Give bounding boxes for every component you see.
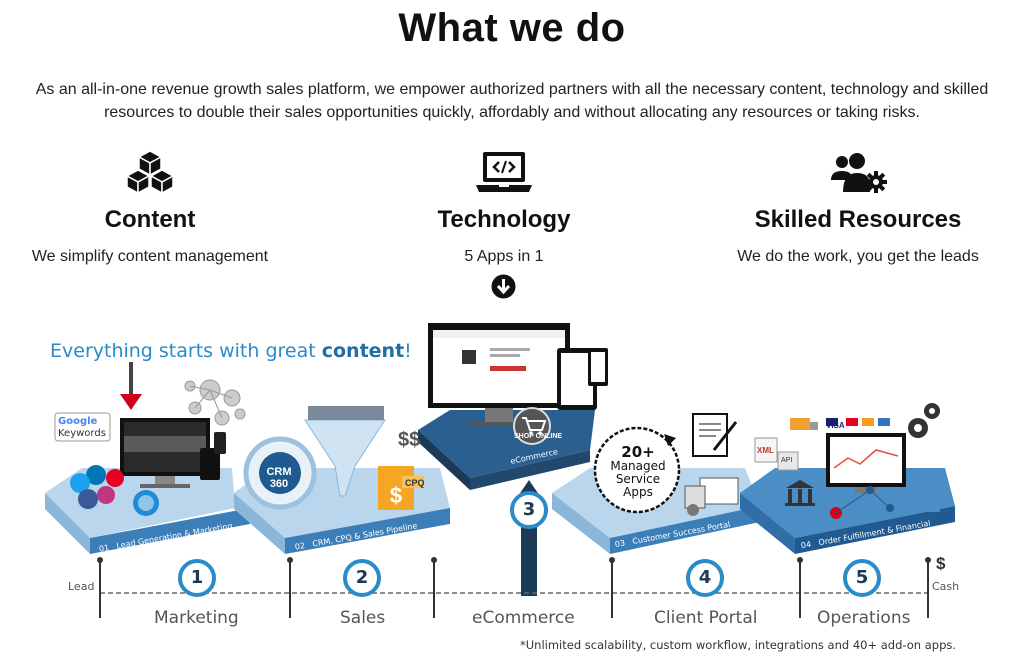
managed-service-apps-circle xyxy=(593,426,681,514)
arrow-circle-down-icon[interactable] xyxy=(491,274,516,304)
workflow-network-icon xyxy=(830,476,940,519)
managed-service-apps-label: 20+ Managed Service Apps xyxy=(610,443,666,499)
stage-badge-2 xyxy=(343,559,381,597)
footnote: *Unlimited scalability, custom workflow,… xyxy=(520,638,957,652)
stage-label-client-portal: Client Portal xyxy=(654,608,758,628)
platform-infographic: $ $$ xyxy=(0,318,1024,670)
stage-badge-5 xyxy=(843,559,881,597)
crm-360-wheel xyxy=(243,436,317,510)
stage-label-sales: Sales xyxy=(340,608,386,628)
shop-online-cart-icon xyxy=(513,407,551,445)
stage-number-2: 2 xyxy=(355,567,369,588)
svg-text:$$: $$ xyxy=(398,429,420,451)
feature-technology: Technology 5 Apps in 1 xyxy=(344,148,664,266)
feature-content: Content We simplify content management xyxy=(0,148,310,266)
portal-screens-icon xyxy=(684,477,739,516)
stage-badge-4 xyxy=(686,559,724,597)
network-nodes-icon xyxy=(184,379,246,426)
stage-badge-1 xyxy=(178,559,216,597)
red-down-arrow-icon xyxy=(120,362,142,410)
skilled-resources-heading: Skilled Resources xyxy=(754,206,962,233)
cash-label: Cash xyxy=(932,580,960,593)
stage-label-marketing: Marketing xyxy=(154,608,239,628)
visa-label: VISA xyxy=(826,421,845,430)
contract-document-icon xyxy=(692,413,738,457)
intro-paragraph: As an all-in-one revenue growth sales pl… xyxy=(35,81,989,121)
shop-online-label: SHOP ONLINE xyxy=(514,433,563,440)
gears-icon xyxy=(908,403,940,438)
cpq-document-icon: $ $$ xyxy=(378,429,424,510)
sales-funnel xyxy=(304,406,386,497)
laptop-screen-1 xyxy=(120,418,226,488)
technology-subtitle: 5 Apps in 1 xyxy=(464,248,544,265)
stage-badge-3 xyxy=(510,491,548,529)
xml-file-icon xyxy=(754,437,778,463)
bank-icon xyxy=(785,480,815,506)
operations-dashboard xyxy=(826,418,906,493)
api-file-icon xyxy=(777,451,799,471)
infographic-headline: Everything starts with great content! xyxy=(50,340,412,362)
dollar-icon: $ xyxy=(936,554,946,573)
stage-number-3: 3 xyxy=(522,499,536,520)
cpq-label: CPQ xyxy=(405,478,425,488)
ecommerce-monitor xyxy=(428,323,608,426)
social-icons xyxy=(70,465,159,516)
keywords-tag xyxy=(54,412,111,442)
users-cog-icon xyxy=(698,148,1018,194)
lead-label: Lead xyxy=(68,580,95,593)
stage-number-1: 1 xyxy=(190,567,204,588)
technology-heading: Technology xyxy=(437,206,571,233)
content-subtitle: We simplify content management xyxy=(31,248,269,265)
feature-skilled-resources: Skilled Resources We do the work, you ge… xyxy=(698,148,1018,266)
skilled-resources-subtitle: We do the work, you get the leads xyxy=(737,248,979,265)
cubes-icon xyxy=(0,148,310,194)
stage-number-5: 5 xyxy=(855,567,869,588)
timeline-dots xyxy=(97,557,931,563)
laptop-code-icon xyxy=(344,148,664,194)
content-heading: Content xyxy=(104,206,196,233)
timeline-ticks xyxy=(99,560,929,618)
page-title: What we do xyxy=(398,6,626,50)
stage-label-operations: Operations xyxy=(817,608,911,628)
svg-text:$: $ xyxy=(390,483,402,508)
stage-label-ecommerce: eCommerce xyxy=(472,608,575,628)
stage-number-4: 4 xyxy=(698,567,712,588)
delivery-truck-icon xyxy=(790,418,818,430)
xml-label: XML xyxy=(757,446,774,455)
api-label: API xyxy=(781,457,793,464)
